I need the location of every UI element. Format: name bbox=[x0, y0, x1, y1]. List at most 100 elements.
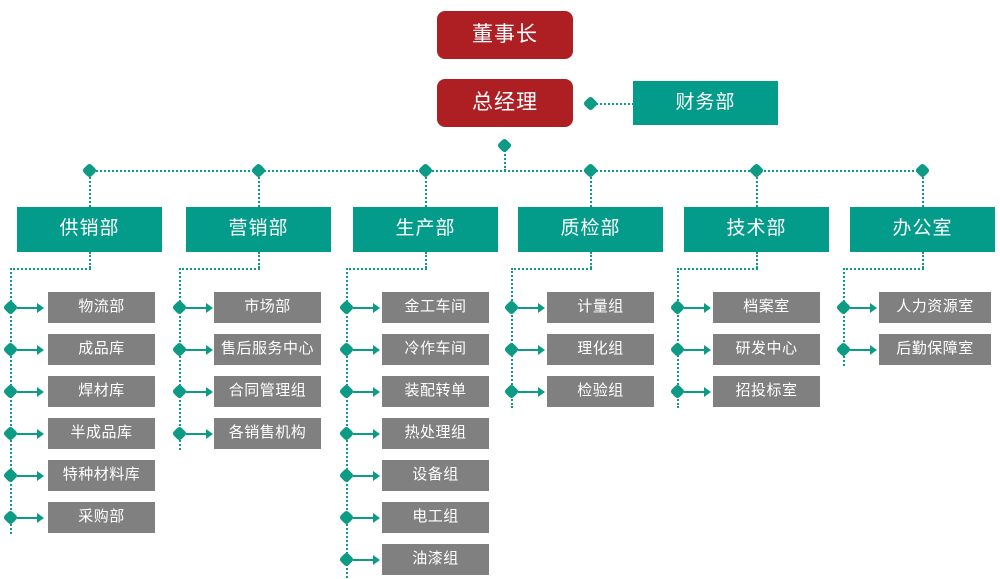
node-sub-chengpinku[interactable]: 成品库 bbox=[48, 334, 155, 365]
node-dept-zhijian[interactable]: 质检部 bbox=[518, 207, 663, 252]
connector-diamond-sub-2-3 bbox=[338, 425, 355, 442]
connector-stub-dept-2 bbox=[425, 252, 427, 268]
connector-spine-dept-5 bbox=[843, 268, 845, 366]
connector-drop-dept-3 bbox=[590, 172, 592, 207]
connector-arrow-sub-5-0 bbox=[870, 303, 877, 313]
node-sub-lengzuochejian[interactable]: 冷作车间 bbox=[382, 334, 489, 365]
connector-spine-dept-4 bbox=[677, 268, 679, 408]
connector-diamond-sub-3-2 bbox=[503, 383, 520, 400]
connector-arrowline-sub-2-1 bbox=[353, 349, 373, 351]
node-sub-tezhongcailiaoku[interactable]: 特种材料库 bbox=[48, 460, 155, 491]
node-sub-jianyanzu[interactable]: 检验组 bbox=[547, 376, 654, 407]
connector-diamond-sub-4-0 bbox=[669, 299, 686, 316]
connector-diamond-sub-5-1 bbox=[835, 341, 852, 358]
connector-arrowline-sub-2-2 bbox=[353, 391, 373, 393]
connector-arrowline-sub-4-2 bbox=[684, 391, 704, 393]
connector-arrow-sub-2-0 bbox=[373, 303, 380, 313]
connector-elbow-dept-2 bbox=[346, 268, 427, 270]
connector-arrow-sub-4-1 bbox=[704, 345, 711, 355]
connector-arrowline-sub-1-1 bbox=[186, 349, 206, 351]
connector-diamond-sub-0-2 bbox=[2, 383, 19, 400]
connector-arrow-sub-2-4 bbox=[373, 471, 380, 481]
node-sub-lihuazu[interactable]: 理化组 bbox=[547, 334, 654, 365]
connector-arrow-sub-2-5 bbox=[373, 513, 380, 523]
connector-diamond-sub-1-1 bbox=[171, 341, 188, 358]
connector-arrowline-sub-0-2 bbox=[17, 391, 37, 393]
connector-arrow-sub-3-0 bbox=[538, 303, 545, 313]
node-sub-diangongzu[interactable]: 电工组 bbox=[382, 502, 489, 533]
node-chairman[interactable]: 董事长 bbox=[437, 11, 573, 59]
connector-arrow-sub-0-1 bbox=[37, 345, 44, 355]
connector-arrow-sub-0-0 bbox=[37, 303, 44, 313]
node-finance-dept[interactable]: 财务部 bbox=[633, 81, 778, 125]
node-sub-hetongguanlizu[interactable]: 合同管理组 bbox=[214, 376, 321, 407]
connector-diamond-sub-2-6 bbox=[338, 551, 355, 568]
node-sub-shichangbu[interactable]: 市场部 bbox=[214, 292, 321, 323]
node-sub-youqizu[interactable]: 油漆组 bbox=[382, 544, 489, 575]
node-sub-wuliubu[interactable]: 物流部 bbox=[48, 292, 155, 323]
connector-diamond-sub-4-2 bbox=[669, 383, 686, 400]
connector-diamond-sub-3-0 bbox=[503, 299, 520, 316]
connector-arrow-sub-0-3 bbox=[37, 429, 44, 439]
connector-arrowline-sub-5-0 bbox=[850, 307, 870, 309]
connector-arrow-sub-2-3 bbox=[373, 429, 380, 439]
connector-arrowline-sub-0-5 bbox=[17, 517, 37, 519]
connector-diamond-sub-5-0 bbox=[835, 299, 852, 316]
connector-diamond-sub-4-1 bbox=[669, 341, 686, 358]
connector-diamond-sub-2-0 bbox=[338, 299, 355, 316]
connector-arrow-sub-0-2 bbox=[37, 387, 44, 397]
connector-bus-horizontal bbox=[89, 170, 925, 172]
node-sub-jiliangzu[interactable]: 计量组 bbox=[547, 292, 654, 323]
node-sub-danganshi[interactable]: 档案室 bbox=[713, 292, 820, 323]
connector-arrowline-sub-4-1 bbox=[684, 349, 704, 351]
connector-arrow-sub-5-1 bbox=[870, 345, 877, 355]
connector-arrowline-sub-4-0 bbox=[684, 307, 704, 309]
connector-arrowline-sub-5-1 bbox=[850, 349, 870, 351]
node-sub-yanfazhongxin[interactable]: 研发中心 bbox=[713, 334, 820, 365]
connector-arrow-sub-2-6 bbox=[373, 555, 380, 565]
connector-diamond-sub-3-1 bbox=[503, 341, 520, 358]
node-sub-hancaiku[interactable]: 焊材库 bbox=[48, 376, 155, 407]
node-sub-zhuangpeizhuandan[interactable]: 装配转单 bbox=[382, 376, 489, 407]
connector-arrowline-sub-2-0 bbox=[353, 307, 373, 309]
connector-spine-dept-0 bbox=[10, 268, 12, 534]
node-dept-jishu[interactable]: 技术部 bbox=[684, 207, 829, 252]
connector-arrow-sub-4-2 bbox=[704, 387, 711, 397]
connector-elbow-dept-5 bbox=[843, 268, 924, 270]
connector-arrowline-sub-3-1 bbox=[518, 349, 538, 351]
node-sub-houqinbaozhangshi[interactable]: 后勤保障室 bbox=[879, 334, 991, 365]
node-sub-renliziyuanshi[interactable]: 人力资源室 bbox=[879, 292, 991, 323]
connector-arrowline-sub-3-0 bbox=[518, 307, 538, 309]
node-sub-shouhoufuwuzhongxin[interactable]: 售后服务中心 bbox=[214, 334, 321, 365]
node-sub-shebeizu[interactable]: 设备组 bbox=[382, 460, 489, 491]
node-sub-gexiaoshoujigou[interactable]: 各销售机构 bbox=[214, 418, 321, 449]
node-general-manager[interactable]: 总经理 bbox=[437, 79, 573, 127]
connector-elbow-dept-0 bbox=[10, 268, 91, 270]
node-sub-caigoubu[interactable]: 采购部 bbox=[48, 502, 155, 533]
connector-arrowline-sub-0-4 bbox=[17, 475, 37, 477]
connector-arrow-sub-1-1 bbox=[206, 345, 213, 355]
connector-elbow-dept-1 bbox=[179, 268, 260, 270]
connector-arrowline-sub-0-3 bbox=[17, 433, 37, 435]
connector-arrow-sub-4-0 bbox=[704, 303, 711, 313]
connector-diamond-sub-0-0 bbox=[2, 299, 19, 316]
connector-stub-dept-5 bbox=[922, 252, 924, 268]
connector-arrowline-sub-1-3 bbox=[186, 433, 206, 435]
node-dept-bangongshi[interactable]: 办公室 bbox=[850, 207, 995, 252]
connector-diamond-sub-2-1 bbox=[338, 341, 355, 358]
connector-drop-dept-0 bbox=[89, 172, 91, 207]
node-dept-shengchan[interactable]: 生产部 bbox=[353, 207, 498, 252]
connector-arrow-sub-2-1 bbox=[373, 345, 380, 355]
node-dept-yingxiao[interactable]: 营销部 bbox=[186, 207, 331, 252]
node-sub-rechulizu[interactable]: 热处理组 bbox=[382, 418, 489, 449]
connector-diamond-sub-0-5 bbox=[2, 509, 19, 526]
node-sub-zhaotoubiaoshi[interactable]: 招投标室 bbox=[713, 376, 820, 407]
connector-elbow-dept-4 bbox=[677, 268, 758, 270]
connector-line-finance bbox=[596, 103, 634, 105]
connector-arrowline-sub-1-0 bbox=[186, 307, 206, 309]
node-sub-jingongchejian[interactable]: 金工车间 bbox=[382, 292, 489, 323]
node-sub-banchengpinku[interactable]: 半成品库 bbox=[48, 418, 155, 449]
node-dept-gongxiao[interactable]: 供销部 bbox=[17, 207, 162, 252]
connector-diamond-sub-1-3 bbox=[171, 425, 188, 442]
